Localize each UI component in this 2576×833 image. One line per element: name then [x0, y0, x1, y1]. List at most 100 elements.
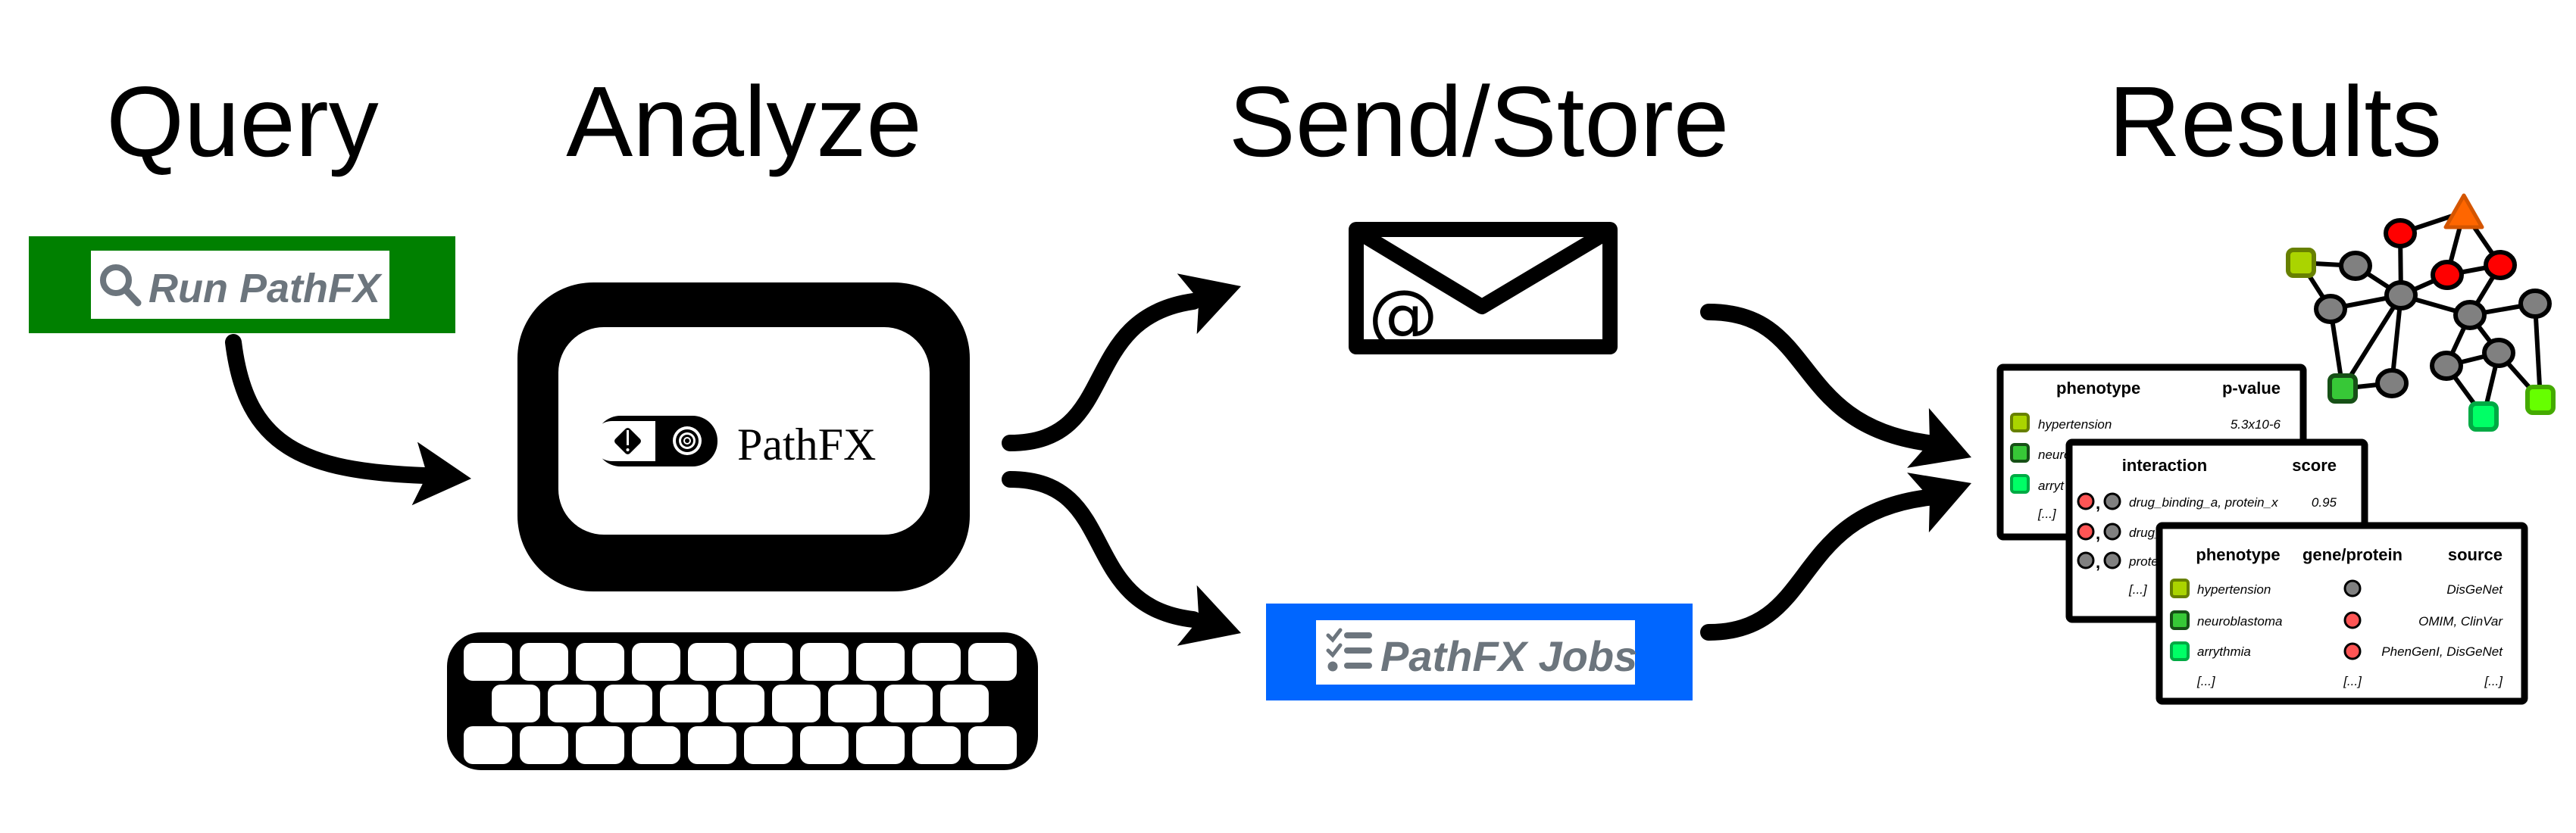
interaction-markers: ,,,	[2077, 492, 2121, 572]
table-cell: arryt	[2038, 479, 2065, 493]
flow-arrows	[225, 273, 1971, 646]
drug-target-node	[2384, 218, 2417, 248]
keyboard-key	[688, 726, 736, 764]
warning-diamond-icon	[614, 428, 641, 454]
table-cell: drug_binding_a, protein_x	[2129, 495, 2278, 510]
pathfx-jobs-label: PathFX Jobs	[1380, 632, 1637, 680]
keyboard-key	[520, 643, 568, 681]
table-cell: drug_	[2129, 526, 2162, 540]
run-pathfx-label: Run PathFX	[148, 266, 383, 311]
keyboard-key	[464, 643, 512, 681]
drug-target-node	[2484, 250, 2517, 280]
table-cell: 5.3x10-6	[2231, 417, 2281, 432]
protein-node	[2314, 294, 2347, 324]
arrow-jobs-to-results	[1700, 473, 1971, 641]
phenotype-node	[2286, 248, 2316, 278]
monitor-screen	[558, 327, 930, 535]
keyboard-key	[800, 726, 849, 764]
keyboard-key	[744, 643, 792, 681]
network-edge	[2533, 303, 2543, 401]
table-cell: 0.95	[2312, 495, 2337, 510]
table-cell: hypertension	[2038, 417, 2112, 432]
target-icon	[673, 426, 702, 455]
table-header: score	[2292, 456, 2337, 475]
table-cell: hypertension	[2197, 582, 2271, 597]
arrowhead-icon	[411, 441, 471, 506]
interaction-node-b	[2103, 523, 2121, 541]
keyboard-key	[968, 726, 1017, 764]
protein-node	[2375, 368, 2409, 398]
table-ellipsis: [...]	[2037, 507, 2057, 521]
keyboard-key	[464, 726, 512, 764]
table-cell: prote	[2128, 554, 2159, 569]
pathfx-jobs-button[interactable]: PathFX Jobs	[1266, 604, 1693, 700]
interaction-node-a	[2077, 492, 2095, 510]
arrow-shaft	[1700, 304, 1937, 451]
keyboard-key	[912, 726, 961, 764]
keyboard-key	[940, 685, 989, 722]
pathfx-logo-text: PathFX	[737, 420, 876, 470]
table-cell: OMIM, ClinVar	[2418, 614, 2503, 629]
checklist-icon	[1326, 628, 1372, 672]
keyboard-key	[520, 726, 568, 764]
interaction-node-b	[2103, 492, 2121, 510]
protein-node	[2482, 338, 2515, 368]
arrow-shaft	[1002, 293, 1202, 451]
keyboard-keys	[464, 643, 1017, 764]
table-header: phenotype	[2056, 379, 2140, 398]
keyboard-key	[576, 643, 624, 681]
phenotype-node	[2468, 401, 2499, 432]
arrowhead-icon	[1907, 473, 1971, 533]
comma-separator: ,	[2096, 524, 2100, 543]
keyboard-key	[548, 685, 596, 722]
interaction-node-a	[2077, 551, 2095, 569]
arrow-shaft	[225, 334, 433, 484]
protein-node	[2518, 289, 2552, 319]
table-header: interaction	[2122, 456, 2207, 475]
protein-node	[2430, 351, 2463, 381]
arrow-shaft	[1700, 489, 1937, 641]
table-cell: arrythmia	[2197, 644, 2251, 659]
arrow-analyze-to-jobs	[1002, 471, 1241, 646]
comma-separator: ,	[2096, 553, 2100, 572]
table-ellipsis: [...]	[2196, 674, 2216, 688]
protein-node	[2339, 251, 2372, 281]
keyboard-key	[688, 643, 736, 681]
table-header: gene/protein	[2302, 545, 2402, 564]
network-edge	[2340, 294, 2403, 390]
keyboard-key	[744, 726, 792, 764]
keyboard-key	[856, 726, 905, 764]
phenotype-node	[2327, 373, 2358, 404]
search-icon	[100, 264, 142, 307]
protein-node	[2384, 280, 2418, 310]
arrowhead-icon	[1907, 407, 1971, 468]
comma-separator: ,	[2096, 494, 2100, 513]
arrow-shaft	[1002, 471, 1202, 628]
arrow-query-to-analyze	[225, 334, 471, 506]
network-graph	[2286, 193, 2556, 432]
stage-title-analyze: Analyze	[566, 66, 922, 177]
keyboard-key	[716, 685, 764, 722]
stage-title-results: Results	[2109, 66, 2442, 177]
drug-target-node	[2431, 260, 2464, 290]
computer-icon: PathFX	[447, 282, 1038, 770]
keyboard-key	[800, 643, 849, 681]
run-pathfx-button-inner	[91, 251, 389, 319]
run-pathfx-button[interactable]: Run PathFX	[29, 236, 455, 333]
keyboard-key	[968, 643, 1017, 681]
table-ellipsis: [...]	[2343, 674, 2362, 688]
table-cell: neuroblastoma	[2197, 614, 2282, 629]
keyboard-key	[632, 726, 680, 764]
arrowhead-icon	[1177, 273, 1241, 335]
envelope-icon: @	[1349, 222, 1618, 356]
keyboard-key	[604, 685, 652, 722]
table-cell: DisGeNet	[2446, 582, 2503, 597]
table-header: source	[2448, 545, 2503, 564]
protein-node	[2453, 300, 2487, 330]
arrow-analyze-to-email	[1002, 273, 1241, 451]
table-cell: neuro	[2038, 448, 2071, 462]
table-cell: PhenGenI, DisGeNet	[2381, 644, 2503, 659]
arrow-email-to-results	[1700, 304, 1971, 468]
keyboard-key	[492, 685, 540, 722]
